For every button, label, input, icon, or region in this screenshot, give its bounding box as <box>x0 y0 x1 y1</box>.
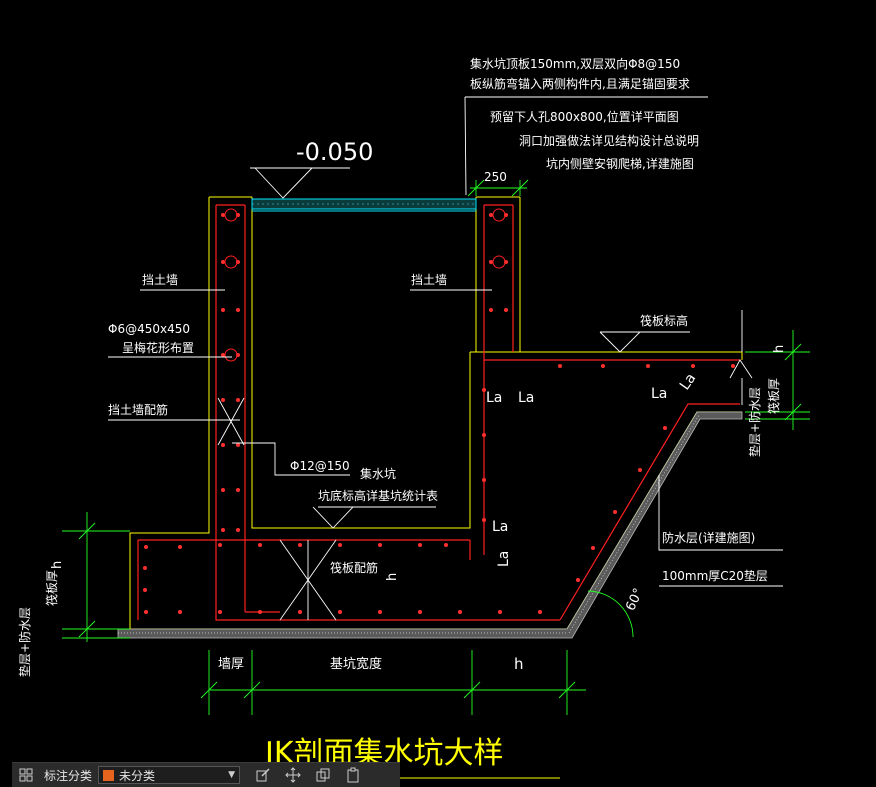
top-slab <box>251 198 477 212</box>
note-line-5: 坑内侧壁安钢爬梯,详建施图 <box>546 156 694 171</box>
note-line-4: 洞口加强做法详见结构设计总说明 <box>519 133 699 148</box>
dim-h-label: h <box>514 655 524 673</box>
category-select[interactable]: 未分类 ▼ <box>98 766 241 784</box>
category-color-swatch <box>103 769 115 781</box>
la-label-6: La <box>677 371 700 394</box>
la-label-5: La <box>496 551 512 567</box>
left-pad-label: 垫层+防水层 <box>17 607 32 677</box>
left-raft-thickness-label: 筏板厚 <box>45 570 59 606</box>
annotation-text: 集水坑顶板150mm,双层双向Φ8@150 板纵筋弯锚入两侧构件内,且满足锚固要… <box>17 56 787 771</box>
retaining-wall-right-label: 挡土墙 <box>411 273 447 287</box>
raft-top-elev-label: 筏板标高 <box>640 313 688 328</box>
tie-bar-label: Φ6@450x450 <box>108 322 190 336</box>
chevron-down-icon: ▼ <box>228 770 236 780</box>
move-icon[interactable] <box>278 763 308 787</box>
edit-icon[interactable] <box>248 763 278 787</box>
dim-250-label: 250 <box>484 170 507 184</box>
tie-loops <box>224 208 506 362</box>
toolbar-label: 标注分类 <box>44 768 93 783</box>
elevation-label: -0.050 <box>296 138 373 166</box>
layers-icon[interactable] <box>12 763 40 787</box>
note-line-3: 预留下人孔800x800,位置详平面图 <box>490 109 679 124</box>
waterproof-label: 防水层(详建施图) <box>662 530 755 545</box>
rebar-cross-marks <box>217 397 337 621</box>
leader-lines <box>108 96 783 587</box>
right-pad-label: 垫层+防水层 <box>747 387 762 457</box>
retaining-wall-left-label: 挡土墙 <box>142 273 178 287</box>
raft-h-label: h <box>385 573 400 581</box>
note-line-2: 板纵筋弯锚入两侧构件内,且满足锚固要求 <box>470 76 690 91</box>
left-h-label: h <box>50 561 65 569</box>
la-label-4: La <box>492 519 508 535</box>
angle-label: 60° <box>623 586 646 613</box>
la-label-2: La <box>518 390 534 406</box>
pit-bottom-note-label: 坑底标高详基坑统计表 <box>318 488 438 503</box>
raft-rebar-label: 筏板配筋 <box>330 560 378 575</box>
right-raft-thickness-label: 筏板厚 <box>767 378 781 414</box>
wall-rebar-label: 挡土墙配筋 <box>108 402 168 417</box>
dim-pit-width-label: 基坑宽度 <box>330 656 382 672</box>
right-h-label: h <box>772 345 787 353</box>
pit-label: 集水坑 <box>360 466 396 481</box>
rebar-lines <box>137 204 740 621</box>
annotation-toolbar: 标注分类 未分类 ▼ <box>12 762 400 787</box>
dim-wall-thickness-label: 墙厚 <box>218 657 244 672</box>
c20-pad-label: 100mm厚C20垫层 <box>662 568 768 583</box>
c20-pad <box>117 411 743 639</box>
la-label-1: La <box>486 390 502 406</box>
wall-bar-spec-label: Φ12@150 <box>290 459 350 473</box>
paste-icon[interactable] <box>338 763 368 787</box>
category-value: 未分类 <box>119 768 156 783</box>
note-line-1: 集水坑顶板150mm,双层双向Φ8@150 <box>470 56 680 71</box>
tie-bar-note-label: 呈梅花形布置 <box>122 340 194 355</box>
copy-icon[interactable] <box>308 763 338 787</box>
la-label-3: La <box>651 386 667 402</box>
dimension-lines <box>62 179 810 715</box>
